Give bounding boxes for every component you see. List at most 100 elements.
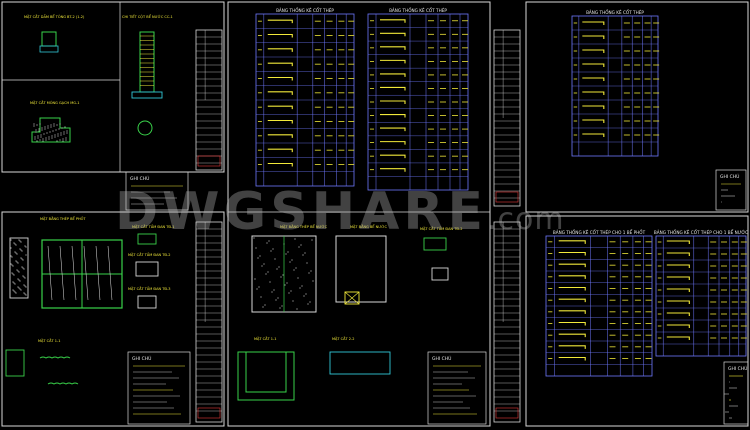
concrete-dot xyxy=(25,254,27,256)
concrete-dot xyxy=(20,289,22,291)
concrete-dot xyxy=(57,133,59,135)
concrete-dot xyxy=(64,126,66,128)
rebar-shape xyxy=(380,168,406,172)
sheet-2-title-block xyxy=(195,221,223,423)
title-block-stamp xyxy=(197,407,221,419)
schedule-table-title: BẢNG THỐNG KÊ CỐT THÉP CHO 1 BỂ PHỐT xyxy=(553,230,646,235)
concrete-dot xyxy=(23,284,25,286)
rebar-shape xyxy=(267,119,293,124)
concrete-dot xyxy=(14,243,16,245)
rebar-shape xyxy=(380,86,406,91)
sheet-5-notes xyxy=(723,361,749,425)
rebar-shape xyxy=(666,252,690,256)
concrete-dot xyxy=(12,265,14,267)
concrete-dot xyxy=(24,277,26,279)
rebar-line xyxy=(59,245,65,301)
concrete-dot xyxy=(40,134,42,136)
concrete-dot xyxy=(263,263,265,265)
section-label: CHI TIẾT CỘT BỂ NƯỚC CC-1 xyxy=(122,13,173,19)
concrete-dot xyxy=(16,269,18,271)
concrete-dot xyxy=(19,248,21,250)
concrete-dot xyxy=(257,257,259,259)
concrete-dot xyxy=(280,276,282,278)
column-detail xyxy=(139,31,155,93)
slab-section xyxy=(135,261,159,277)
concrete-dot xyxy=(39,139,41,141)
rebar-shape xyxy=(380,59,406,64)
rebar-squiggle xyxy=(39,356,71,359)
schedule-table-title: BẢNG THỐNG KÊ CỐT THÉP CHO 1 BỂ NƯỚC xyxy=(654,230,748,235)
concrete-dot xyxy=(37,135,39,137)
section-label: MẶT BẰNG BỂ NƯỚC xyxy=(350,224,387,229)
section-label: MẶT CẮT DẦM BỂ TÔNG BT-2 (1-2) xyxy=(24,14,85,19)
concrete-dot xyxy=(25,286,27,288)
concrete-dot xyxy=(34,138,36,140)
concrete-dot xyxy=(56,124,58,126)
rebar-shape xyxy=(582,49,605,53)
section-label: MẶT CẮT 1-1 xyxy=(38,338,60,343)
rebar-shape xyxy=(558,356,586,361)
concrete-dot xyxy=(287,251,289,253)
concrete-dot xyxy=(51,135,53,137)
rebar-shape xyxy=(380,32,406,37)
concrete-dot xyxy=(44,128,46,130)
concrete-dot xyxy=(272,248,274,250)
rebar-shape xyxy=(558,240,586,244)
concrete-dot xyxy=(299,287,301,289)
concrete-dot xyxy=(271,291,273,293)
concrete-dot xyxy=(22,259,24,261)
concrete-dot xyxy=(10,247,12,249)
concrete-dot xyxy=(274,258,276,260)
concrete-dot xyxy=(300,244,302,246)
concrete-dot xyxy=(291,259,293,261)
rebar-shape xyxy=(582,119,605,123)
slab-section xyxy=(137,233,157,245)
note-heading: GHI CHÚ xyxy=(432,355,451,362)
concrete-dot xyxy=(10,255,12,257)
concrete-dot xyxy=(14,283,16,285)
rebar-shape xyxy=(267,162,293,167)
sheet-4-notes xyxy=(715,169,747,211)
concrete-dot xyxy=(43,133,45,135)
rebar-shape xyxy=(267,148,293,153)
title-block-stamp xyxy=(197,155,221,167)
concrete-dot xyxy=(278,266,280,268)
rebar-line xyxy=(95,245,101,301)
rebar-shape xyxy=(267,62,293,67)
concrete-dot xyxy=(39,123,41,125)
concrete-dot xyxy=(16,261,18,263)
concrete-dot xyxy=(13,282,15,284)
concrete-dot xyxy=(295,267,297,269)
concrete-dot xyxy=(270,250,272,252)
rebar-shape xyxy=(267,105,293,110)
concrete-dot xyxy=(15,260,17,262)
concrete-dot xyxy=(268,240,270,242)
concrete-dot xyxy=(306,262,308,264)
beam-section xyxy=(41,31,57,47)
concrete-dot xyxy=(65,139,67,141)
concrete-dot xyxy=(301,285,303,287)
concrete-dot xyxy=(259,255,261,257)
sheet-3b-title-block xyxy=(493,221,521,423)
note-heading: GHI CHÚ xyxy=(728,365,747,372)
concrete-dot xyxy=(297,277,299,279)
concrete-dot xyxy=(11,264,13,266)
concrete-dot xyxy=(10,239,12,241)
concrete-dot xyxy=(54,136,56,138)
sheet-2-notes xyxy=(127,351,191,425)
concrete-dot xyxy=(66,130,68,132)
foundation-hatch xyxy=(33,123,68,142)
concrete-dot xyxy=(279,307,281,309)
concrete-dot xyxy=(256,288,258,290)
concrete-dot xyxy=(18,279,20,281)
concrete-dot xyxy=(13,290,15,292)
sheet-3-notes xyxy=(427,351,487,425)
concrete-dot xyxy=(10,263,12,265)
concrete-dot xyxy=(265,273,267,275)
concrete-dot xyxy=(304,252,306,254)
concrete-dot xyxy=(14,291,16,293)
concrete-dot xyxy=(34,136,36,138)
concrete-dot xyxy=(65,137,67,139)
rebar-shape xyxy=(582,77,605,81)
